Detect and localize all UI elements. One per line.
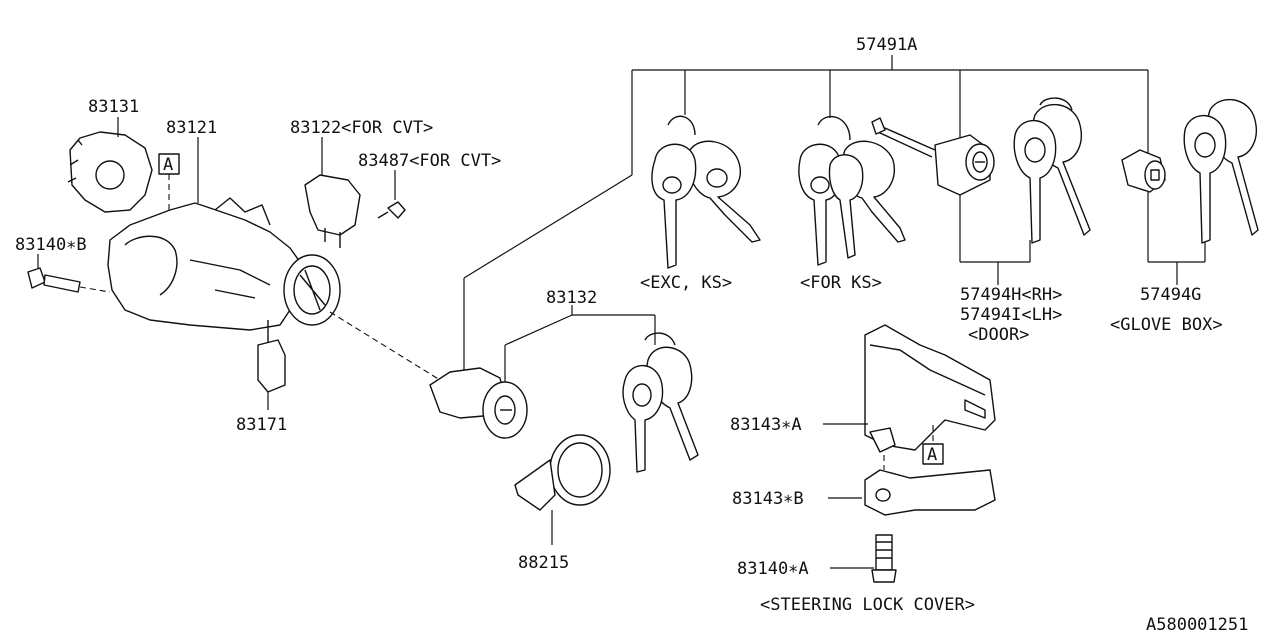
key-warning-switch-83171 — [257, 320, 286, 410]
key-pair-83132 — [622, 332, 699, 473]
label-83143a: 83143∗A — [730, 415, 802, 435]
label-steering-lock-cover: <STEERING LOCK COVER> — [760, 595, 975, 615]
key-pair-for-ks — [798, 115, 906, 266]
label-exc-ks: <EXC, KS> — [640, 273, 732, 293]
sensor-83122 — [304, 137, 361, 248]
ignition-switch-83131 — [67, 117, 153, 213]
label-83143b: 83143∗B — [732, 489, 804, 509]
label-glove-box: <GLOVE BOX> — [1110, 315, 1223, 335]
diagram-id: A580001251 — [1146, 615, 1248, 635]
label-83132: 83132 — [546, 288, 597, 308]
label-door: <DOOR> — [968, 325, 1029, 345]
assembly-dashed-line — [329, 311, 441, 381]
label-88215: 88215 — [518, 553, 569, 573]
label-83140a: 83140∗A — [737, 559, 809, 579]
door-keys — [1013, 97, 1091, 244]
steering-lock-body-83121 — [107, 137, 341, 331]
label-for-ks: <FOR KS> — [800, 273, 882, 293]
key-set-tree-leaders — [463, 55, 1206, 370]
label-57494h: 57494H<RH> — [960, 285, 1062, 305]
label-57491a: 57491A — [856, 35, 917, 55]
steering-lock-cover — [823, 324, 996, 583]
label-57494g: 57494G — [1140, 285, 1201, 305]
key-pair-exc-ks — [651, 115, 761, 269]
label-83131: 83131 — [88, 97, 139, 117]
label-83121: 83121 — [166, 118, 217, 138]
reference-a-top-label: A — [163, 155, 173, 175]
reference-a-bottom-label: A — [927, 445, 937, 465]
label-83140b: 83140∗B — [15, 235, 87, 255]
label-83122: 83122<FOR CVT> — [290, 118, 433, 138]
bolt-83140b — [27, 254, 111, 293]
glove-box-lock-cylinder — [1121, 149, 1166, 193]
reference-box-a-top: A — [158, 153, 180, 210]
label-83171: 83171 — [236, 415, 287, 435]
illumination-ring-88215 — [514, 434, 611, 545]
label-83487: 83487<FOR CVT> — [358, 151, 501, 171]
glove-box-keys — [1183, 98, 1259, 244]
label-57494i: 57494I<LH> — [960, 305, 1062, 325]
reference-box-a-bottom: A — [922, 425, 944, 465]
door-lock-cylinder — [871, 117, 995, 196]
key-cylinder-83132 — [429, 305, 656, 439]
screw-83487 — [377, 170, 406, 219]
